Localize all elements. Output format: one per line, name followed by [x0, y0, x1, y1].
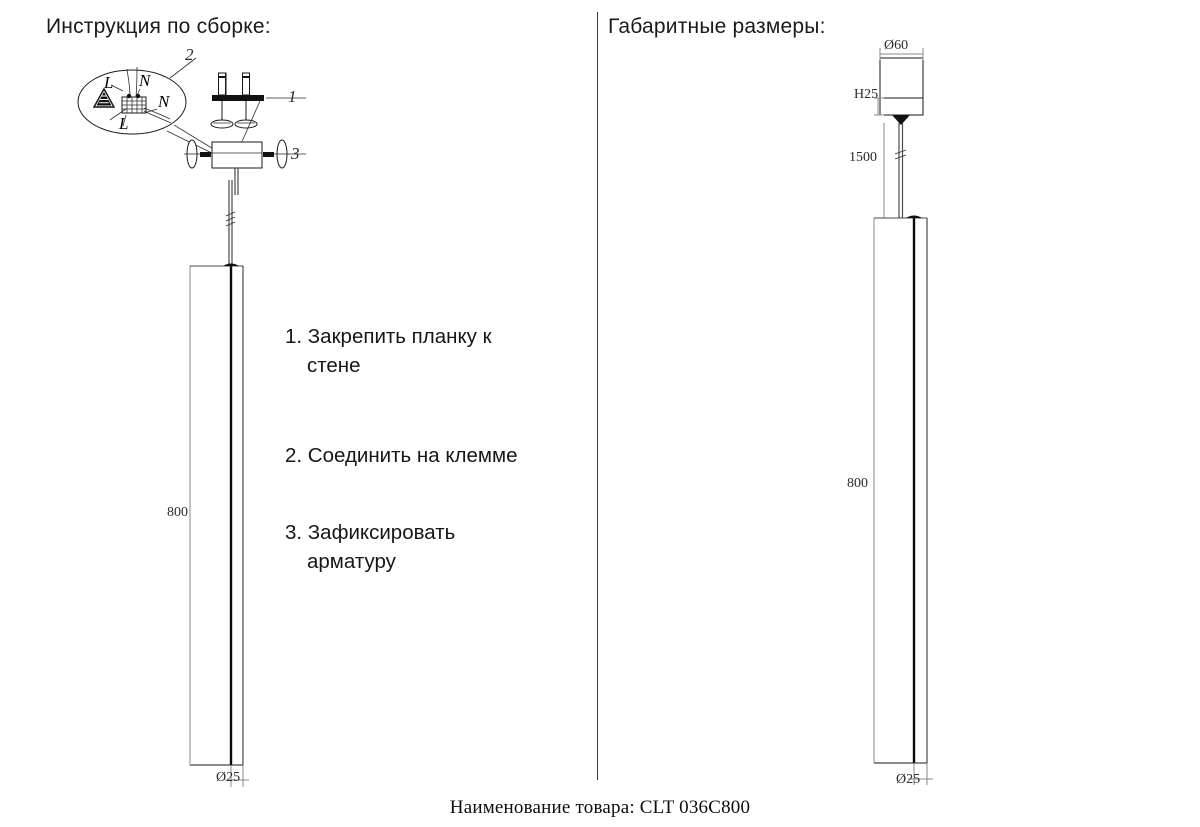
canopy-height-dimension: H25	[854, 87, 879, 102]
instruction-step-3-line1: 3. Зафиксировать	[285, 521, 456, 544]
wire-label-l-top: L	[103, 73, 113, 92]
right-fixture-drawing	[873, 48, 933, 785]
callout-number-1: 1	[288, 87, 297, 106]
instruction-step-1-line1: 1. Закрепить планку к	[285, 325, 492, 348]
instruction-step-3: 3. Зафиксировать арматуру	[285, 518, 575, 576]
left-diameter-dimension: Ø25	[216, 770, 241, 785]
left-length-dimension: 800	[167, 505, 188, 520]
callout-number-3: 3	[291, 144, 300, 163]
wire-label-n-bottom: N	[157, 92, 171, 111]
body-diameter-dimension: Ø25	[896, 772, 921, 787]
panel-divider	[597, 12, 598, 780]
overall-dimensions-heading: Габаритные размеры:	[608, 15, 826, 38]
instruction-step-2-line1: 2. Соединить на клемме	[285, 444, 518, 467]
mounting-plate-detail	[210, 72, 264, 129]
callout-number-2: 2	[185, 45, 194, 64]
suspension-length-dimension: 1500	[849, 150, 877, 165]
wire-label-l-bottom: L	[118, 114, 128, 133]
assembly-detail-diagram: L N N L	[77, 57, 306, 195]
junction-box-detail	[184, 139, 290, 195]
terminal-block-detail	[109, 66, 172, 124]
instruction-step-2: 2. Соединить на клемме	[285, 441, 575, 470]
product-name-caption: Наименование товара: CLT 036C800	[449, 797, 751, 818]
wire-label-n-top: N	[138, 71, 152, 90]
assembly-instruction-heading: Инструкция по сборке:	[46, 15, 271, 38]
instruction-step-1-line2: стене	[307, 354, 361, 377]
warning-triangle-icon	[92, 87, 116, 108]
left-fixture-drawing	[189, 180, 249, 787]
instruction-step-3-line2: арматуру	[307, 550, 396, 573]
instruction-step-1: 1. Закрепить планку к стене	[285, 322, 575, 380]
detail-zoom-ellipse	[77, 69, 187, 135]
body-length-dimension: 800	[847, 476, 868, 491]
canopy-diameter-dimension: Ø60	[884, 38, 909, 53]
